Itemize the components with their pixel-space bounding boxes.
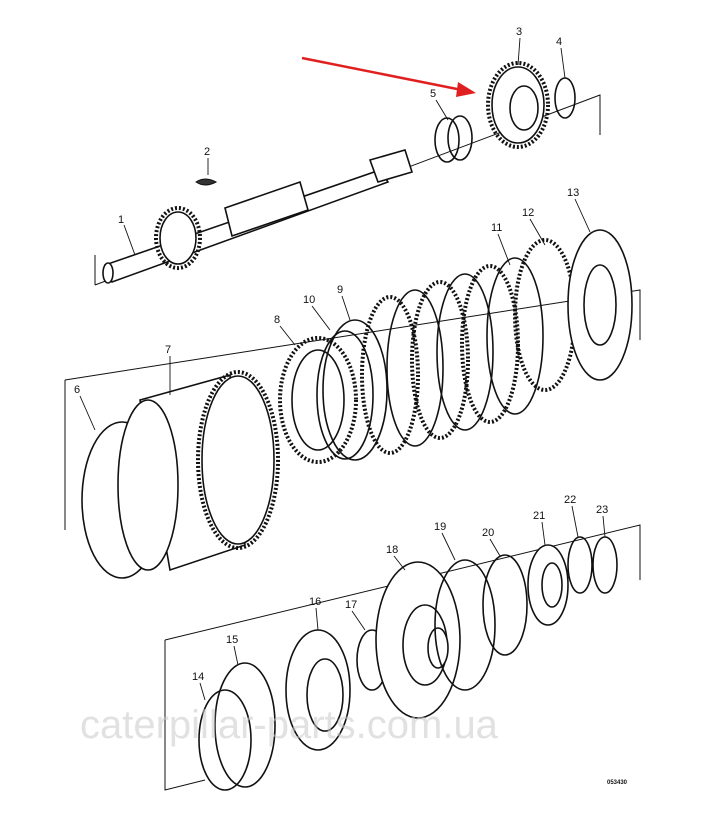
retainer-part-18: [375, 561, 461, 719]
snap-ring-part-23: [592, 536, 618, 594]
callout-11: 11: [491, 222, 502, 234]
callout-13: 13: [567, 187, 579, 199]
snap-ring-part-22: [567, 536, 593, 594]
ring-part-15: [214, 662, 276, 788]
clutch-housing-part-7: [117, 370, 280, 572]
callout-10: 10: [303, 294, 315, 306]
ring-part-20: [482, 554, 528, 656]
plate-part-10: [316, 330, 374, 460]
callout-17: 17: [345, 599, 357, 611]
callout-2: 2: [204, 146, 210, 158]
spring-plate-part-13: [567, 229, 633, 381]
gear-ring-part-8: [278, 336, 358, 464]
callout-21: 21: [533, 510, 545, 522]
callout-8: 8: [274, 314, 280, 326]
gear-ring-part-12: [513, 238, 577, 392]
ring-part-19: [434, 559, 496, 691]
callout-6: 6: [74, 384, 80, 396]
callout-19: 19: [434, 521, 446, 533]
callout-18: 18: [386, 544, 398, 556]
callout-12: 12: [522, 207, 534, 219]
bearing-part-21: [527, 544, 569, 626]
snap-ring-part-4: [554, 77, 576, 119]
group-frame-bottom: [164, 524, 641, 791]
callout-22: 22: [564, 494, 576, 506]
callout-9: 9: [337, 284, 343, 296]
callout-3: 3: [516, 26, 522, 38]
leader-lines: [79, 37, 606, 701]
gear-part-3: [486, 61, 550, 149]
callout-5: 5: [430, 88, 436, 100]
callout-14: 14: [192, 671, 204, 683]
callout-1: 1: [118, 214, 124, 226]
callout-20: 20: [482, 527, 494, 539]
drawing-code: 053430: [607, 780, 628, 786]
plate-part-9: [322, 319, 388, 461]
watermark: caterpillar-parts.com.ua: [80, 703, 499, 747]
callout-4: 4: [556, 36, 562, 48]
callout-15: 15: [226, 634, 238, 646]
disc-stack-part-11: [360, 257, 544, 455]
callout-16: 16: [309, 596, 321, 608]
group-frame-middle: [64, 289, 641, 530]
highlight-arrow: [301, 56, 476, 97]
callout-23: 23: [596, 504, 608, 516]
key-part-2: [195, 178, 218, 186]
shaft-part-1: [102, 149, 414, 284]
ring-part-14: [198, 689, 252, 791]
callout-7: 7: [165, 344, 171, 356]
